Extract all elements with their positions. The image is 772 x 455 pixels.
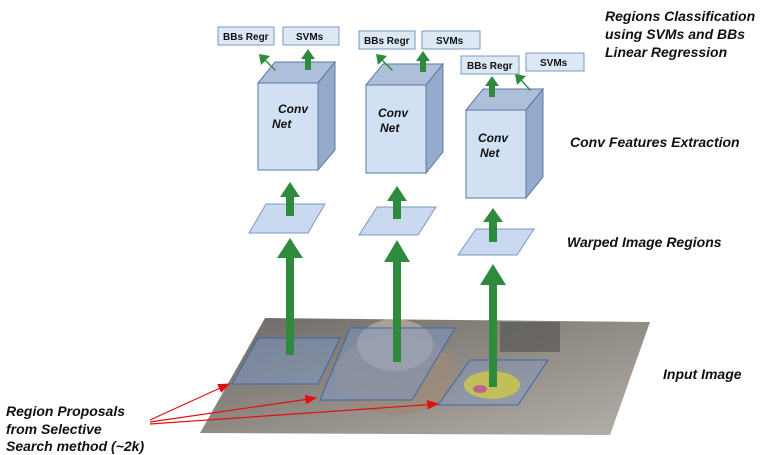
output-arrows xyxy=(259,49,531,97)
conv-net-1: Conv Net xyxy=(256,60,337,172)
green-arrow-large-1 xyxy=(277,238,303,355)
red-arrow-3 xyxy=(149,399,440,425)
green-arrow-large-2 xyxy=(384,240,410,362)
region-proposals-line3: Search method (~2k) xyxy=(6,438,144,454)
svms-label-2: SVMs xyxy=(436,36,464,47)
region-proposals xyxy=(231,327,549,406)
output-arrow-svms-2 xyxy=(416,51,430,72)
warped-region-1 xyxy=(248,203,326,234)
svms-label-1: SVMs xyxy=(296,32,324,43)
conv-net-2-line1: Conv xyxy=(378,106,409,120)
output-arrow-bbs-3 xyxy=(485,76,499,97)
conv-net-2: Conv Net xyxy=(364,62,445,175)
conv-net-1-line2: Net xyxy=(272,117,292,131)
conv-net-3: Conv Net xyxy=(464,87,545,200)
conv-net-2-line2: Net xyxy=(380,121,400,135)
output-arrow-svms-1 xyxy=(301,49,315,70)
bbs-regr-label-1: BBs Regr xyxy=(223,32,269,43)
green-arrows-large xyxy=(277,238,506,387)
conv-net-3-line2: Net xyxy=(480,146,500,160)
labels: Regions Classification using SVMs and BB… xyxy=(6,8,755,454)
regions-classification-line1: Regions Classification xyxy=(605,8,755,24)
bbs-regr-box-3 xyxy=(460,55,520,75)
bbs-regr-label-2: BBs Regr xyxy=(364,36,410,47)
svms-box-3 xyxy=(525,52,585,72)
output-arrow-bbs-1 xyxy=(259,54,276,75)
green-arrows-small xyxy=(280,182,503,242)
red-arrow-1 xyxy=(149,383,231,421)
green-arrow-large-3 xyxy=(480,264,506,387)
bbs-regr-box-2 xyxy=(358,30,416,50)
output-boxes: BBs Regr SVMs BBs Regr SVMs BBs Regr SVM… xyxy=(217,26,585,75)
red-arrow-2 xyxy=(149,394,318,423)
conv-net-3-line1: Conv xyxy=(478,131,509,145)
duck-beak xyxy=(473,385,487,393)
green-arrow-small-1 xyxy=(280,182,300,216)
warped-region-2 xyxy=(358,206,437,236)
green-arrow-small-3 xyxy=(483,208,503,242)
red-arrows xyxy=(149,383,440,425)
bbs-regr-box-1 xyxy=(217,26,275,46)
svms-box-1 xyxy=(282,26,340,46)
green-arrow-small-2 xyxy=(387,186,407,219)
conv-net-1-line1: Conv xyxy=(278,102,309,116)
bbs-regr-label-3: BBs Regr xyxy=(467,61,513,72)
svms-box-2 xyxy=(421,30,481,50)
output-arrow-svms-3 xyxy=(515,74,531,94)
warped-regions-label: Warped Image Regions xyxy=(567,234,722,250)
proposal-1 xyxy=(231,337,341,385)
background-object xyxy=(500,322,560,352)
region-proposals-line2: from Selective xyxy=(6,421,102,437)
output-arrow-bbs-2 xyxy=(376,54,393,75)
regions-classification-line3: Linear Regression xyxy=(605,44,727,60)
svms-label-3: SVMs xyxy=(540,58,568,69)
regions-classification-line2: using SVMs and BBs xyxy=(605,26,745,42)
input-image-label: Input Image xyxy=(663,366,742,382)
proposal-2 xyxy=(319,327,456,401)
region-proposals-line1: Region Proposals xyxy=(6,403,125,419)
conv-features-label: Conv Features Extraction xyxy=(570,134,740,150)
